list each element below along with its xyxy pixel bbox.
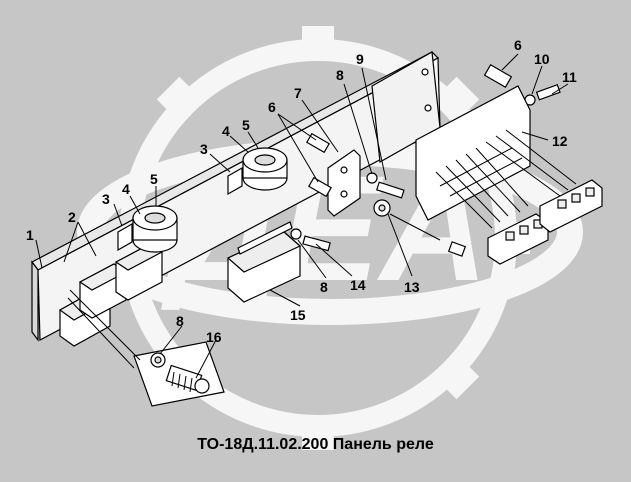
callout-10: 10 (534, 51, 550, 67)
callout-3a: 3 (102, 191, 110, 207)
callout-8b: 8 (320, 279, 328, 295)
callout-6a: 6 (268, 99, 276, 115)
callout-16: 16 (206, 329, 222, 345)
callout-leaders (35, 53, 569, 379)
callout-6b: 6 (514, 37, 522, 53)
callout-8c: 8 (176, 313, 184, 329)
inset-leader-b (67, 297, 135, 369)
callout-9: 9 (356, 51, 364, 67)
bolt-14 (290, 228, 331, 252)
screw-11 (535, 83, 561, 101)
standoff-lower (308, 176, 332, 198)
callout-3b: 3 (200, 141, 208, 157)
callout-4a: 4 (122, 181, 130, 197)
callout-1: 1 (26, 227, 34, 243)
callout-4b: 4 (222, 123, 230, 139)
callout-13: 13 (404, 279, 420, 295)
round-relay-left (132, 205, 178, 253)
callout-11: 11 (562, 69, 577, 85)
drawing-caption: ТО-18Д.11.02.200 Панель реле (197, 436, 434, 453)
callout-12: 12 (552, 133, 568, 149)
round-relay-right (242, 147, 288, 191)
wire-13 (373, 199, 467, 257)
callout-2: 2 (68, 209, 76, 225)
standoff-upper (306, 132, 330, 154)
callout-8a: 8 (336, 67, 344, 83)
callout-15: 15 (290, 307, 306, 323)
standoff-top-right (483, 63, 513, 89)
callout-5a: 5 (150, 171, 158, 187)
bracket-right (227, 166, 243, 196)
callout-7: 7 (294, 85, 302, 101)
inset-detail (133, 341, 225, 407)
inset-leader-a (69, 289, 141, 361)
connector-upper (539, 179, 603, 233)
callout-14: 14 (350, 277, 366, 293)
harness-panel (415, 85, 531, 221)
callout-labels: 1 2 3 4 5 3 4 5 6 7 8 9 6 10 11 12 13 14… (26, 37, 577, 345)
harness-wires (435, 129, 577, 229)
callout-5b: 5 (242, 117, 250, 133)
relay-center (226, 221, 302, 303)
bracket-left (117, 222, 133, 252)
relay-bracket (327, 149, 361, 217)
